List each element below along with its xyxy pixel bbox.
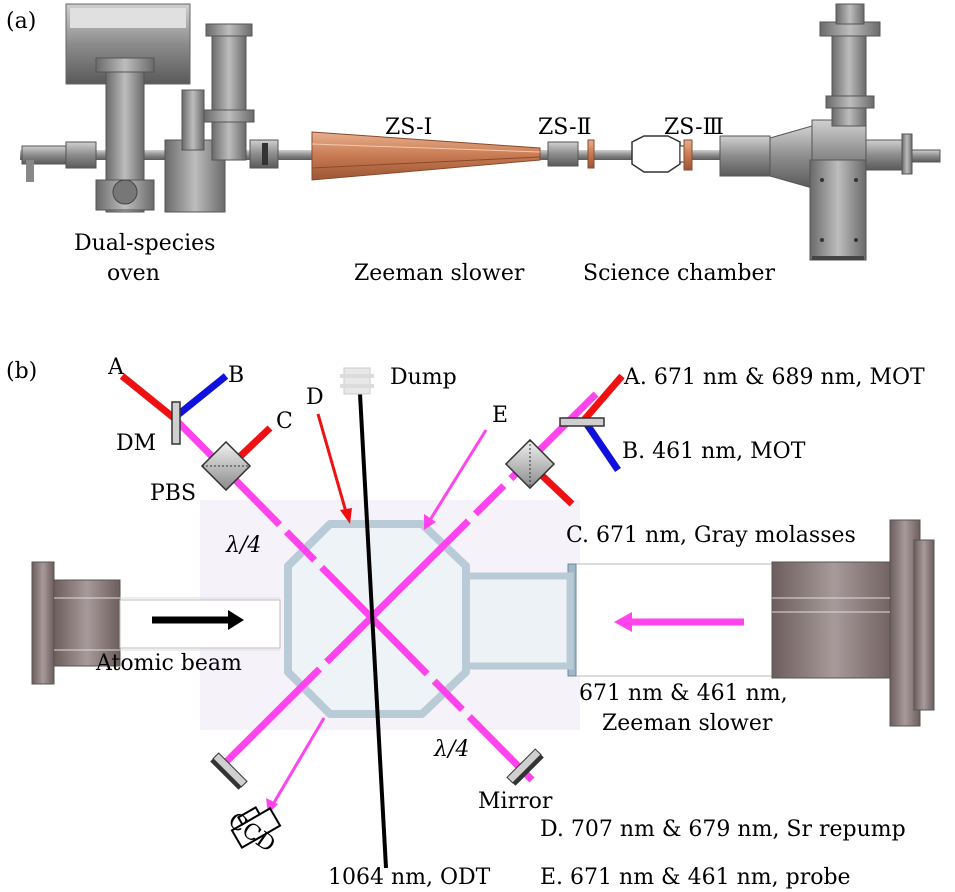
- atomic-beam-arrowhead: [228, 610, 244, 630]
- beam-A-red: [119, 373, 177, 421]
- dichroic-mirror-right: [559, 417, 605, 427]
- panel-a-tag: (a): [6, 9, 36, 34]
- beam-D-label: D: [306, 385, 324, 410]
- odt-beam: [358, 393, 388, 869]
- beam-C-label: C: [276, 409, 293, 434]
- panel-b: (b) Atomic beam 671 nm & 461 nm, Zeeman …: [6, 355, 935, 890]
- atomic-beam-tube: [31, 561, 281, 685]
- beam-D-arrowhead: [340, 508, 352, 524]
- zs2-label: ZS-Ⅱ: [538, 115, 592, 140]
- zs3-label: ZS-Ⅲ: [664, 115, 724, 140]
- beam-E-arrow: [428, 429, 488, 521]
- legend-D: D. 707 nm & 679 nm, Sr repump: [540, 817, 906, 842]
- pbs-cube-left: [200, 440, 252, 492]
- beam-dump: [340, 367, 374, 395]
- probe-to-ccd-arrow: [270, 717, 326, 807]
- beam-B-label: B: [228, 363, 244, 388]
- dual-species-oven-drawing: [21, 3, 279, 213]
- beam-E-label: E: [492, 403, 508, 428]
- odt-label: 1064 nm, ODT: [328, 865, 491, 890]
- lambda-quarter-left: λ/4: [225, 533, 261, 558]
- retro-mirror-left: [210, 752, 248, 790]
- zs1-label: ZS-I: [385, 115, 432, 140]
- slower-beam-arrowhead: [614, 612, 632, 632]
- chamber-side-port: [456, 572, 574, 670]
- pbs-label: PBS: [150, 481, 196, 506]
- zs1-coil: [311, 131, 541, 181]
- science-chamber-drawing: [719, 3, 941, 261]
- dump-label: Dump: [390, 365, 457, 390]
- zs2-flange: [547, 141, 579, 167]
- science-chamber-label: Science chamber: [583, 261, 776, 286]
- beam-A-red-right: [581, 373, 625, 423]
- octagon-chamber-outline: [631, 135, 681, 173]
- dm-label: DM: [116, 431, 156, 456]
- legend-C: C. 671 nm, Gray molasses: [566, 523, 856, 548]
- zs2-coil: [587, 139, 595, 169]
- lambda-quarter-right: λ/4: [433, 737, 469, 762]
- oven-label-line2: oven: [107, 261, 160, 286]
- oven-label-line1: Dual-species: [74, 231, 215, 256]
- ccd-camera: [230, 806, 282, 850]
- beam-B-blue: [171, 373, 229, 421]
- zeeman-slower-label: Zeeman slower: [354, 261, 525, 286]
- legend-A: A. 671 nm & 689 nm, MOT: [623, 365, 925, 390]
- retro-mirror-right: [506, 748, 544, 786]
- beam-E-arrowhead: [424, 514, 436, 530]
- legend-B: B. 461 nm, MOT: [622, 439, 806, 464]
- beam-B-blue-right: [581, 418, 621, 472]
- panel-b-tag: (b): [6, 359, 37, 384]
- dichroic-mirror: [171, 401, 181, 445]
- slower-label-line1: 671 nm & 461 nm,: [579, 681, 788, 706]
- slower-label-line2: Zeeman slower: [602, 711, 773, 736]
- pbs-cube-right: [504, 438, 556, 490]
- zs3-coil: [683, 139, 693, 171]
- mirror-label: Mirror: [478, 789, 553, 814]
- atomic-beam-label: Atomic beam: [95, 651, 242, 676]
- panel-a: (a) Dual-species oven ZS-I: [6, 3, 941, 286]
- beam-D-arrow: [316, 413, 348, 513]
- legend-E: E. 671 nm & 461 nm, probe: [540, 865, 851, 890]
- beam-A-label: A: [107, 355, 125, 380]
